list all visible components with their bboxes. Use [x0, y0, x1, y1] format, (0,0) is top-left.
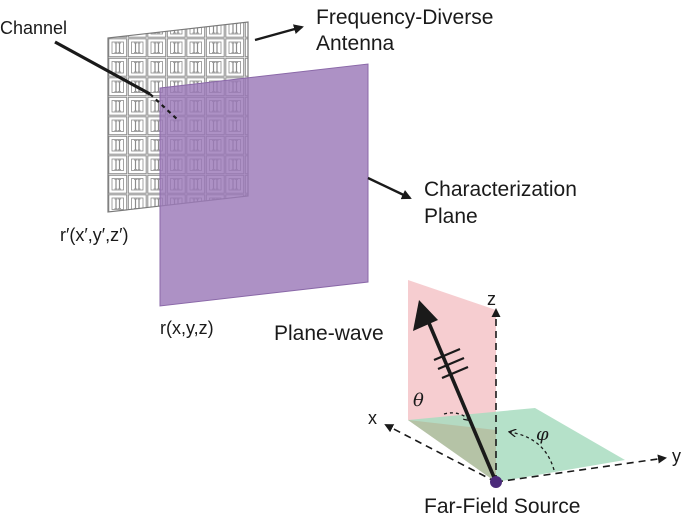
phi-arc — [510, 432, 555, 471]
channel-label: Channel — [0, 18, 67, 38]
axis-x-label: x — [368, 408, 377, 428]
plane-label-line2: Plane — [424, 205, 478, 228]
r-prime-label: r′(x′,y′,z′) — [60, 225, 128, 245]
plane-label-line1: Characterization — [424, 178, 577, 201]
plane-overlap — [408, 420, 496, 482]
characterization-plane — [159, 63, 369, 307]
wave-vector-line — [424, 315, 498, 483]
channel-arrow-solid — [54, 40, 151, 96]
wavefront-marks — [433, 347, 469, 380]
plane-pointer-arrow — [367, 176, 412, 200]
antenna-label-line1: Frequency-Diverse — [316, 6, 493, 29]
axis-z-label: z — [487, 289, 496, 309]
channel-arrow-dashed — [149, 93, 179, 121]
ground-plane — [408, 408, 625, 482]
x-axis — [384, 424, 497, 483]
axis-y-label: y — [672, 446, 681, 466]
r-label: r(x,y,z) — [160, 318, 214, 338]
plane-wave-label: Plane-wave — [274, 322, 384, 345]
phi-label: φ — [536, 424, 549, 445]
far-field-source-dot — [490, 476, 502, 488]
y-axis — [495, 454, 667, 483]
far-field-source-label: Far-Field Source — [424, 495, 580, 517]
antenna-label-line2: Antenna — [316, 32, 395, 55]
wave-vector-head — [413, 300, 438, 331]
theta-label: θ — [413, 390, 424, 411]
antenna-pointer-arrow — [254, 24, 304, 42]
